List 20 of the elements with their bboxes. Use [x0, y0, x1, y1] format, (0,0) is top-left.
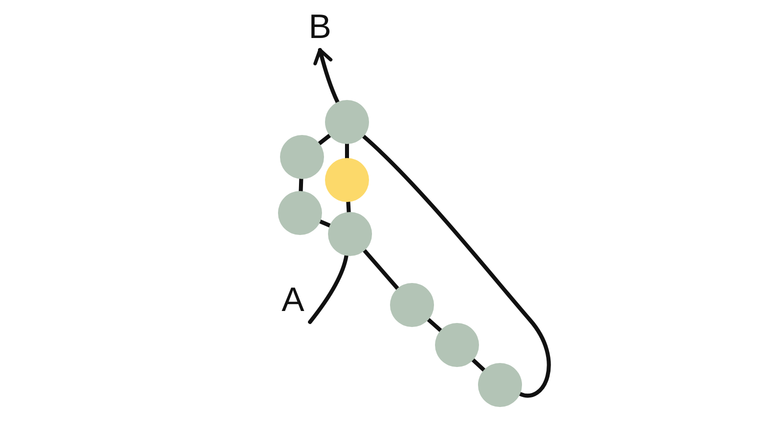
- arrow: [313, 48, 340, 104]
- connector-line: [345, 142, 349, 160]
- connector-line: [298, 176, 304, 194]
- connector-line: [362, 248, 400, 290]
- bead-circle: [280, 135, 324, 179]
- bead-circle: [390, 283, 434, 327]
- bead-circle: [478, 363, 522, 407]
- connector-line: [317, 134, 332, 146]
- bead-circle: [325, 100, 369, 144]
- connector-line: [318, 220, 332, 228]
- bead-circle: [325, 158, 369, 202]
- connector-line: [308, 254, 348, 324]
- connector-line: [346, 200, 351, 214]
- bead-circle: [278, 191, 322, 235]
- point-label: B: [304, 10, 336, 44]
- bead-circle: [328, 212, 372, 256]
- bead-circle: [435, 323, 479, 367]
- connector-line: [471, 358, 486, 372]
- point-label: A: [278, 283, 308, 319]
- connector-line: [426, 318, 443, 332]
